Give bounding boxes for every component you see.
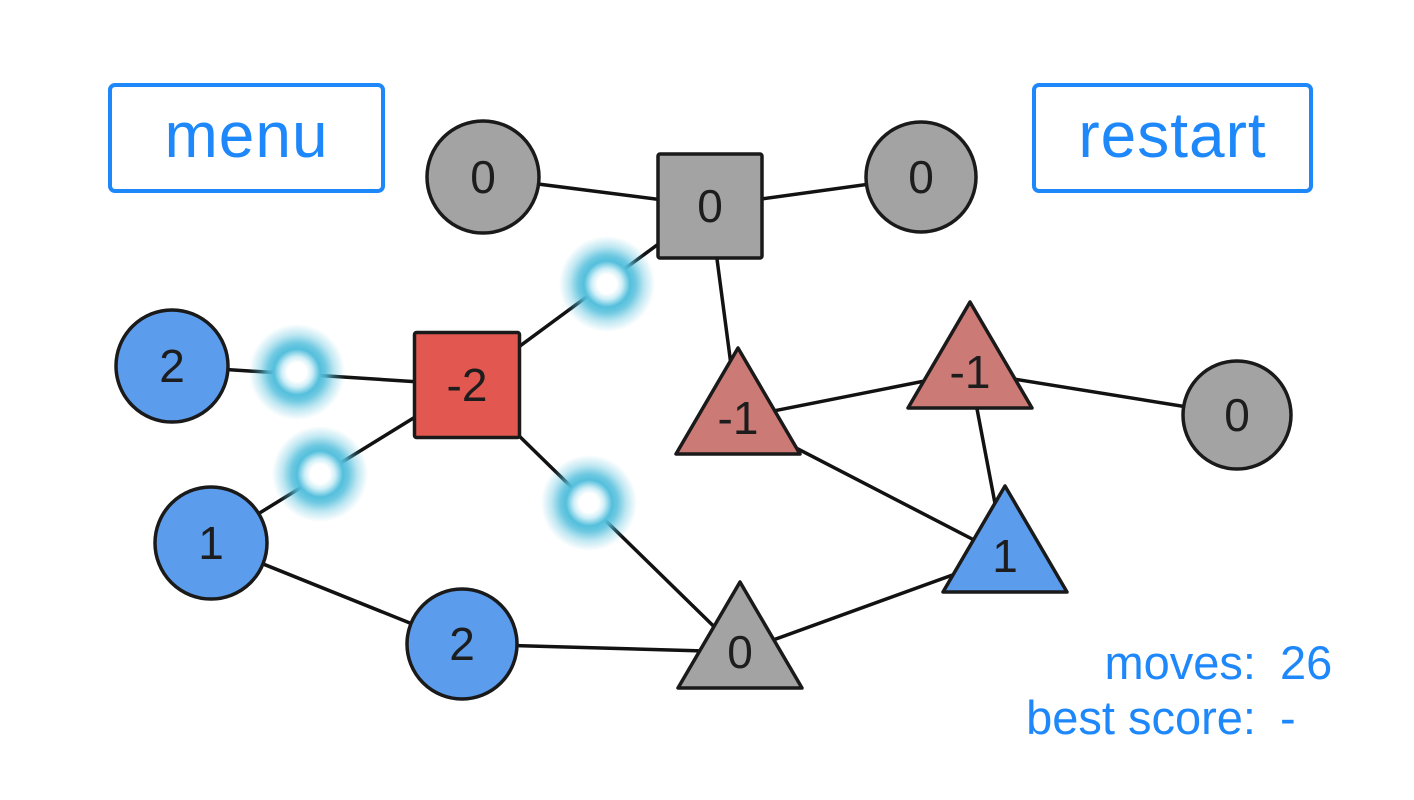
circle-shape[interactable] [425,119,541,235]
circle-shape[interactable] [114,308,230,424]
node-circle-blue-1[interactable]: 1 [153,485,269,601]
triangle-shape[interactable] [676,580,804,690]
triangle-shape[interactable] [906,300,1034,410]
node-circle-blue-2-left[interactable]: 2 [114,308,230,424]
node-triangle-blue-1[interactable]: 1 [941,484,1069,594]
circle-shape[interactable] [1181,359,1293,471]
node-circle-gray-top-right[interactable]: 0 [864,120,978,234]
node-circle-gray-right[interactable]: 0 [1181,359,1293,471]
circle-shape[interactable] [864,120,978,234]
node-circle-blue-2-bottom[interactable]: 2 [405,587,519,701]
node-circle-gray-top-left[interactable]: 0 [425,119,541,235]
square-shape[interactable] [412,330,522,440]
connector-glow-dot-2[interactable] [272,426,368,522]
node-triangle-red-minus1-left[interactable]: -1 [674,346,802,456]
node-triangle-red-minus1-right[interactable]: -1 [906,300,1034,410]
circle-shape[interactable] [153,485,269,601]
connector-glow-dot-4[interactable] [541,455,637,551]
best-score-value: - [1280,691,1296,744]
best-score-label: best score: [1026,691,1256,744]
node-square-gray-top[interactable]: 0 [656,152,764,260]
connector-glow-dot-1[interactable] [249,324,345,420]
triangle-shape[interactable] [941,484,1069,594]
moves-value: 26 [1280,636,1333,689]
triangle-shape[interactable] [674,346,802,456]
moves-label: moves: [1104,636,1257,689]
connector-glow-dot-3[interactable] [559,236,655,332]
circle-shape[interactable] [405,587,519,701]
restart-button[interactable]: restart [1032,83,1313,193]
score-panel: moves: 26 best score: - [1026,636,1340,744]
connector-layer [249,236,655,551]
node-square-red-minus2[interactable]: -2 [412,330,522,440]
square-shape[interactable] [656,152,764,260]
menu-button[interactable]: menu [108,83,385,193]
